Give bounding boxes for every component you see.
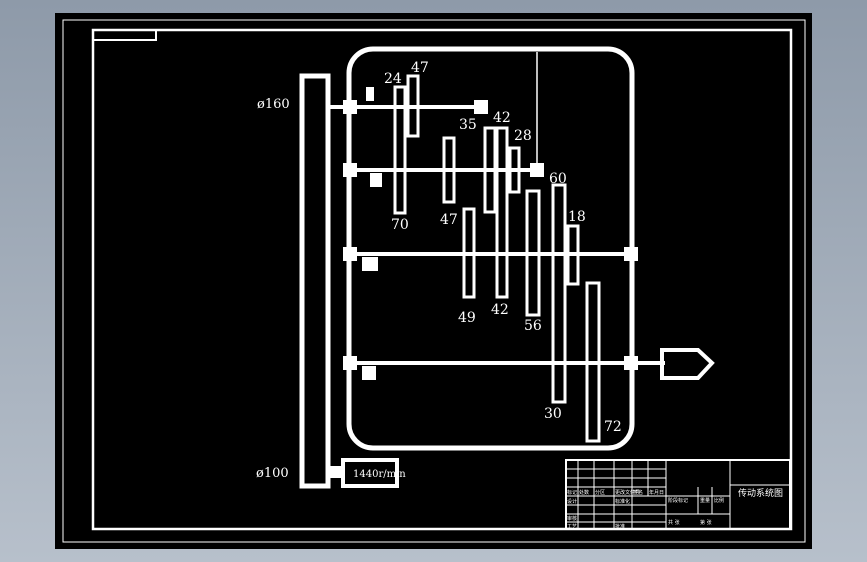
title-block: 标记 处数 分区 更改文件号 签名 年月日 设计 标准化 阶段标记 重量 比例 … [565, 459, 791, 530]
tb-cell: 签名 [633, 489, 643, 496]
tb-cell: 工艺 [567, 524, 577, 530]
clutch-symbol [366, 87, 374, 101]
title-block-frame [565, 459, 791, 530]
gear-label: 35 [459, 117, 477, 133]
bearing [624, 247, 638, 261]
clutch-symbol [362, 366, 376, 380]
tb-cell: 重量 [700, 497, 710, 504]
gear-42-shaft2 [483, 126, 497, 214]
motor-box [341, 458, 399, 488]
tb-cell: 批准 [615, 523, 625, 530]
gear-label: 47 [411, 60, 429, 76]
bearing [343, 247, 357, 261]
gear-60-30 [551, 183, 567, 404]
motor-coupling [328, 466, 343, 478]
tb-cell: 年月日 [649, 489, 664, 496]
gear-label: 30 [544, 406, 562, 422]
drawing-sheet [55, 13, 812, 549]
gear-72 [585, 281, 601, 443]
gear-24-70 [393, 85, 407, 215]
gear-label: 28 [514, 128, 532, 144]
drawing-title: 传动系统图 [738, 487, 783, 499]
tb-cell: 处数 [579, 489, 589, 496]
tb-cell: 标记 [567, 489, 577, 496]
bearing [343, 100, 357, 114]
gear-49 [462, 207, 476, 299]
belt-drive [299, 73, 331, 489]
bearing [343, 356, 357, 370]
tb-cell: 审核 [567, 515, 577, 522]
bearing [343, 163, 357, 177]
bearing [474, 100, 488, 114]
pulley-label-top: ø160 [257, 97, 290, 112]
spindle-nose [660, 348, 715, 380]
gear-label: 70 [391, 217, 409, 233]
gear-label: 24 [384, 71, 402, 87]
sheet-inner-frame [91, 28, 793, 531]
gear-label: 42 [493, 110, 511, 126]
gear-label: 72 [604, 419, 622, 435]
gear-47-shaft1 [406, 74, 420, 138]
code-box [92, 29, 157, 41]
pulley-label-bottom: ø100 [256, 466, 289, 481]
clutch-symbol [370, 173, 382, 187]
tb-cell: 共 张 [668, 519, 680, 526]
clutch-symbol [362, 257, 378, 271]
bearing [530, 163, 544, 177]
gear-label: 18 [568, 209, 586, 225]
tb-cell: 阶段标记 [668, 497, 688, 504]
tb-cell: 比例 [714, 497, 724, 504]
gear-18 [566, 224, 580, 286]
gear-42-shaft3 [495, 126, 509, 299]
gear-56 [525, 189, 541, 317]
gear-47-shaft2 [442, 136, 456, 204]
sheet-outer-border [62, 19, 806, 543]
tb-cell: 更改文件号 [615, 489, 640, 496]
gear-label: 49 [458, 310, 476, 326]
gear-label: 56 [524, 318, 542, 334]
tb-cell: 第 张 [700, 519, 712, 526]
tb-cell: 标准化 [615, 498, 630, 505]
gear-label: 42 [491, 302, 509, 318]
gear-28 [508, 146, 521, 194]
motor-speed-label: 1440r/min [353, 469, 406, 480]
tb-cell: 分区 [595, 489, 605, 496]
bearing [624, 356, 638, 370]
tb-cell: 设计 [567, 498, 577, 505]
gear-label: 47 [440, 212, 458, 228]
gear-label: 60 [549, 171, 567, 187]
